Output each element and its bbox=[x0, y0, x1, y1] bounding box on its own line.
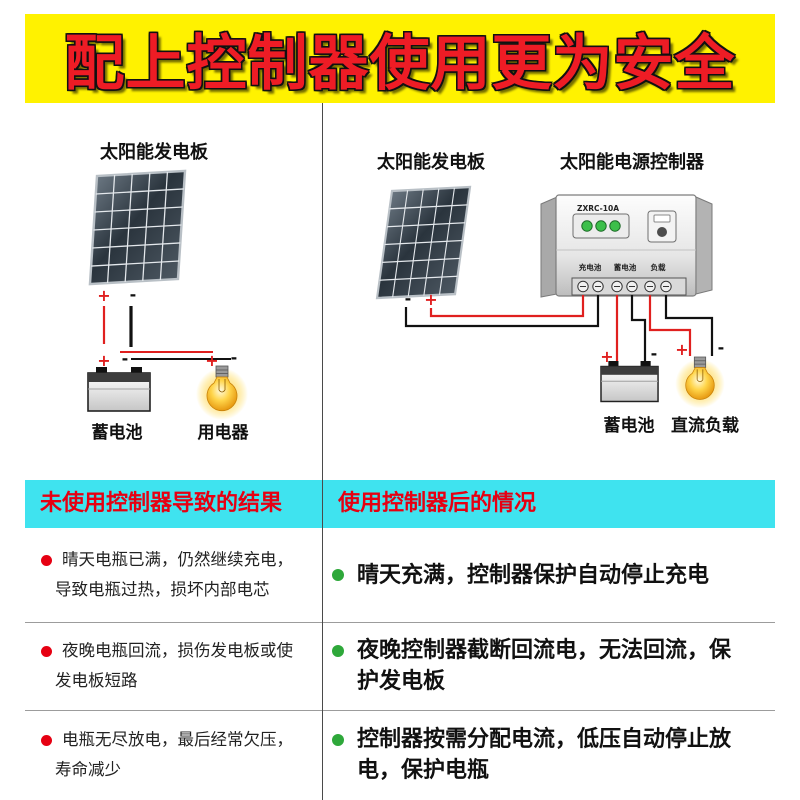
solar-power-controller: ZXRC-10A 充电池 蓄电池 负载 bbox=[540, 194, 713, 298]
header-with-controller: 使用控制器后的情况 bbox=[338, 491, 537, 516]
cell-text: 晴天电瓶已满，仍然继续充电， bbox=[62, 550, 293, 569]
terminal-label-load: 负载 bbox=[651, 262, 666, 272]
green-dot-icon bbox=[332, 644, 344, 657]
left-load-positive-sign: + bbox=[205, 351, 218, 370]
with-controller-cell: 控制器按需分配电流，低压自动停止放 电，保护电瓶 bbox=[323, 710, 775, 800]
terminal-screws bbox=[577, 280, 672, 293]
right-load-negative-wire bbox=[664, 295, 714, 356]
right-load-label: 直流负载 bbox=[671, 415, 739, 436]
left-panel-positive-sign: + bbox=[97, 286, 110, 305]
cell-text: 晴天充满，控制器保护自动停止充电 bbox=[357, 562, 710, 588]
red-dot-icon bbox=[41, 645, 52, 657]
row-separator bbox=[25, 710, 775, 711]
cell-line: 寿命减少 bbox=[25, 755, 322, 785]
right-light-bulb-icon bbox=[674, 356, 726, 409]
cell-text: 电瓶无尽放电，最后经常欠压， bbox=[62, 730, 293, 749]
page-title: 配上控制器使用更为安全 bbox=[64, 29, 736, 99]
controller-left-fin bbox=[540, 196, 558, 298]
left-battery-positive-sign: + bbox=[97, 351, 110, 370]
led-indicator-3 bbox=[609, 220, 621, 232]
cell-text: 夜晚控制器截断回流电，无法回流，保 bbox=[357, 638, 732, 663]
title-banner: 配上控制器使用更为安全 bbox=[25, 14, 775, 103]
cell-line: 电瓶无尽放电，最后经常欠压， bbox=[25, 725, 322, 755]
left-light-bulb-icon bbox=[195, 365, 249, 421]
without-controller-cell: 夜晚电瓶回流，损伤发电板或使 发电板短路 bbox=[25, 622, 322, 710]
right-load-negative-sign: - bbox=[718, 338, 725, 357]
without-controller-cell: 电瓶无尽放电，最后经常欠压， 寿命减少 bbox=[25, 710, 322, 800]
column-divider bbox=[322, 103, 323, 800]
right-panel-negative-wire bbox=[404, 295, 600, 328]
right-panel-positive-sign: + bbox=[424, 290, 437, 309]
left-load-negative-sign: - bbox=[231, 348, 238, 367]
right-solar-panel-label: 太阳能发电板 bbox=[377, 151, 486, 173]
led-indicator-1 bbox=[581, 220, 593, 232]
comparison-row: 电瓶无尽放电，最后经常欠压， 寿命减少 控制器按需分配电流，低压自动停止放 电，… bbox=[25, 710, 775, 800]
green-dot-icon bbox=[332, 569, 344, 581]
with-controller-cell: 晴天充满，控制器保护自动停止充电 bbox=[323, 528, 775, 622]
comparison-row: 夜晚电瓶回流，损伤发电板或使 发电板短路 夜晚控制器截断回流电，无法回流，保 护… bbox=[25, 622, 775, 710]
cell-line: 导致电瓶过热，损坏内部电芯 bbox=[25, 575, 322, 605]
right-panel-positive-wire bbox=[429, 295, 585, 318]
with-controller-cell: 夜晚控制器截断回流电，无法回流，保 护发电板 bbox=[323, 622, 775, 710]
right-load-positive-sign: + bbox=[675, 340, 688, 359]
controller-model-text: ZXRC-10A bbox=[577, 204, 619, 213]
controller-button bbox=[647, 210, 677, 243]
cell-text: 控制器按需分配电流，低压自动停止放 bbox=[357, 727, 732, 752]
right-battery-negative-wire bbox=[630, 295, 647, 362]
controller-right-fin bbox=[695, 196, 713, 295]
green-dot-icon bbox=[332, 733, 344, 746]
controller-label: 太阳能电源控制器 bbox=[560, 151, 705, 173]
without-controller-cell: 晴天电瓶已满，仍然继续充电， 导致电瓶过热，损坏内部电芯 bbox=[25, 528, 322, 622]
right-battery-negative-sign: - bbox=[651, 344, 658, 363]
wiring-diagrams: 太阳能发电板 + - + - + - 蓄电池 用电器 太阳能发电板 太阳能电源控… bbox=[87, 141, 739, 443]
cell-text: 导致电瓶过热，损坏内部电芯 bbox=[55, 580, 270, 599]
right-battery-label: 蓄电池 bbox=[604, 415, 655, 436]
cell-line: 发电板短路 bbox=[25, 666, 322, 696]
left-battery-icon bbox=[87, 366, 151, 412]
cell-text: 电，保护电瓶 bbox=[357, 758, 490, 783]
cell-text: 护发电板 bbox=[357, 669, 446, 694]
cell-line: 夜晚控制器截断回流电，无法回流，保 bbox=[323, 635, 775, 666]
cell-line: 控制器按需分配电流，低压自动停止放 bbox=[323, 724, 775, 755]
right-load-positive-wire bbox=[648, 295, 692, 356]
cell-line: 护发电板 bbox=[323, 666, 775, 697]
red-dot-icon bbox=[41, 554, 52, 566]
left-panel-negative-sign: - bbox=[130, 285, 137, 304]
cell-line: 夜晚电瓶回流，损伤发电板或使 bbox=[25, 636, 322, 666]
cell-line: 电，保护电瓶 bbox=[323, 755, 775, 786]
diagram-with-controller: 太阳能发电板 太阳能电源控制器 - + ZXRC-10A 充电池 蓄电池 负载 bbox=[375, 151, 739, 436]
comparison-header-row: 未使用控制器导致的结果 使用控制器后的情况 bbox=[25, 480, 775, 528]
left-load-label: 用电器 bbox=[198, 422, 250, 443]
row-separator bbox=[25, 622, 775, 623]
red-dot-icon bbox=[41, 734, 52, 746]
left-battery-negative-sign: - bbox=[122, 349, 129, 368]
right-battery-icon bbox=[600, 360, 659, 403]
cell-text: 发电板短路 bbox=[55, 671, 138, 690]
cell-text: 夜晚电瓶回流，损伤发电板或使 bbox=[62, 641, 293, 660]
terminal-label-battery: 蓄电池 bbox=[614, 262, 637, 272]
right-panel-negative-sign: - bbox=[405, 289, 412, 308]
left-solar-panel-icon bbox=[88, 169, 187, 286]
cell-text: 寿命减少 bbox=[55, 760, 121, 779]
cell-line: 晴天电瓶已满，仍然继续充电， bbox=[25, 545, 322, 575]
header-without-controller: 未使用控制器导致的结果 bbox=[40, 491, 283, 516]
diagram-without-controller: 太阳能发电板 + - + - + - 蓄电池 用电器 bbox=[87, 141, 250, 443]
terminal-label-panel: 充电池 bbox=[579, 262, 602, 272]
right-solar-panel-icon bbox=[375, 185, 472, 300]
comparison-row: 晴天电瓶已满，仍然继续充电， 导致电瓶过热，损坏内部电芯 晴天充满，控制器保护自… bbox=[25, 528, 775, 622]
led-indicator-2 bbox=[595, 220, 607, 232]
left-solar-panel-label: 太阳能发电板 bbox=[100, 141, 209, 163]
left-battery-label: 蓄电池 bbox=[92, 422, 143, 443]
cell-line: 晴天充满，控制器保护自动停止充电 bbox=[323, 560, 775, 591]
